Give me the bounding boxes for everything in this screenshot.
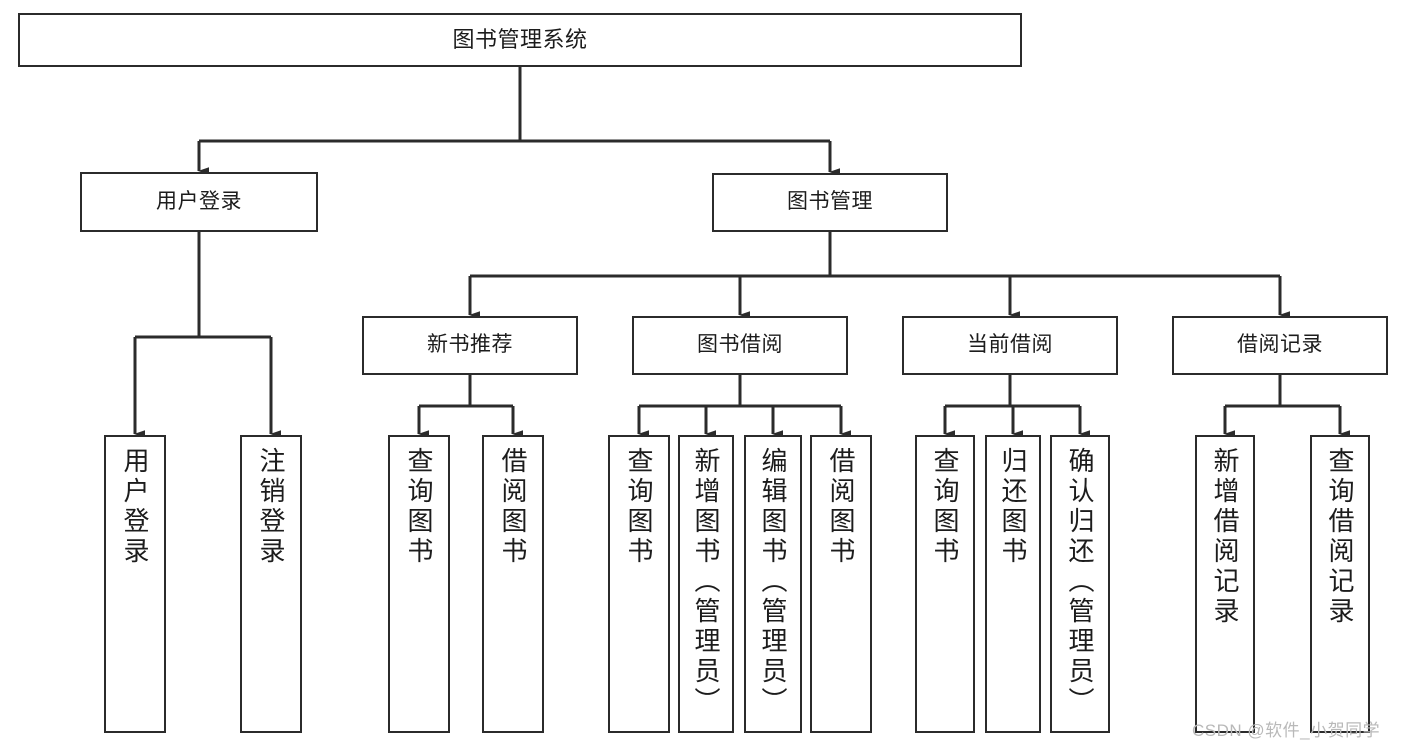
node-current-borrow[interactable]: 当前借阅	[902, 316, 1118, 375]
node-label: 新增借阅记录	[1210, 447, 1240, 627]
node-label: 查询图书	[404, 447, 434, 567]
watermark-label: CSDN @软件_小贺同学	[1192, 721, 1381, 740]
node-leaf-query-book-2[interactable]: 查询图书	[608, 435, 670, 733]
node-new-book-rec[interactable]: 新书推荐	[362, 316, 578, 375]
node-book-borrow[interactable]: 图书借阅	[632, 316, 848, 375]
node-user-login[interactable]: 用户登录	[80, 172, 318, 232]
node-leaf-logout[interactable]: 注销登录	[240, 435, 302, 733]
node-leaf-add-book[interactable]: 新增图书（管理员）	[678, 435, 734, 733]
node-label: 图书管理	[787, 190, 873, 214]
node-leaf-user-login[interactable]: 用户登录	[104, 435, 166, 733]
node-label: 注销登录	[256, 447, 286, 567]
node-borrow-record[interactable]: 借阅记录	[1172, 316, 1388, 375]
node-label: 查询图书	[930, 447, 960, 567]
node-leaf-return-book[interactable]: 归还图书	[985, 435, 1041, 733]
node-book-manage[interactable]: 图书管理	[712, 173, 948, 232]
node-label: 查询借阅记录	[1325, 447, 1355, 627]
node-leaf-query-book-1[interactable]: 查询图书	[388, 435, 450, 733]
node-label: 归还图书	[998, 447, 1028, 567]
node-leaf-edit-book[interactable]: 编辑图书（管理员）	[744, 435, 802, 733]
edge-group	[133, 67, 1350, 438]
node-label: 确认归还（管理员）	[1065, 447, 1095, 717]
node-label: 查询图书	[624, 447, 654, 567]
node-leaf-query-record[interactable]: 查询借阅记录	[1310, 435, 1370, 733]
node-label: 新增图书（管理员）	[691, 447, 721, 717]
node-label: 借阅图书	[498, 447, 528, 567]
node-label: 图书管理系统	[452, 27, 588, 53]
node-leaf-confirm-ret[interactable]: 确认归还（管理员）	[1050, 435, 1110, 733]
node-label: 用户登录	[120, 447, 150, 567]
node-label: 新书推荐	[427, 333, 513, 357]
node-label: 借阅图书	[826, 447, 856, 567]
node-label: 图书借阅	[697, 333, 783, 357]
node-leaf-query-book-3[interactable]: 查询图书	[915, 435, 975, 733]
node-label: 当前借阅	[967, 333, 1053, 357]
node-root[interactable]: 图书管理系统	[18, 13, 1022, 67]
node-leaf-borrow-book-2[interactable]: 借阅图书	[810, 435, 872, 733]
node-label: 借阅记录	[1237, 333, 1323, 357]
node-label: 用户登录	[156, 189, 242, 213]
node-leaf-add-record[interactable]: 新增借阅记录	[1195, 435, 1255, 733]
node-leaf-borrow-book-1[interactable]: 借阅图书	[482, 435, 544, 733]
node-label: 编辑图书（管理员）	[758, 447, 788, 717]
